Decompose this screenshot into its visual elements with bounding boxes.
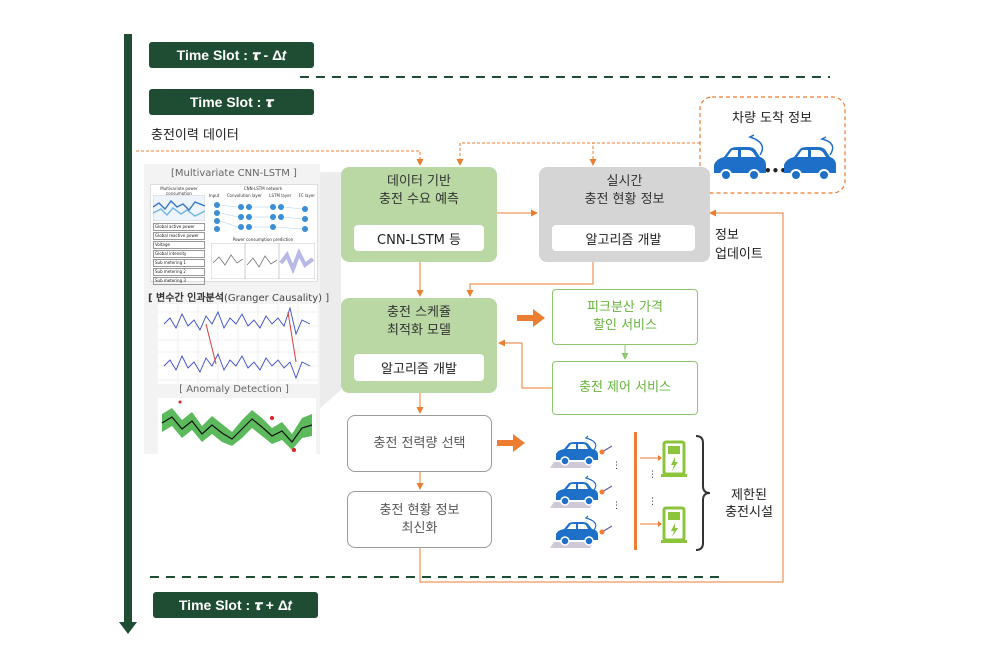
realtime-status-box: 실시간 충전 현황 정보 알고리즘 개발 <box>539 167 710 262</box>
history-data-line <box>136 150 424 166</box>
update-line-2: 최신화 <box>401 520 438 536</box>
charge-control-service-box: 충전 제어 서비스 <box>552 361 698 415</box>
power-select-box: 충전 전력량 선택 <box>347 415 492 472</box>
schedule-method-label: 알고리즘 개발 <box>354 354 484 381</box>
control-to-schedule-arrow <box>498 339 552 389</box>
facility-label-2: 충전시설 <box>725 505 773 520</box>
demand-method-label: CNN-LSTM 등 <box>354 225 484 251</box>
realtime-title-2: 충전 현황 정보 <box>584 192 665 207</box>
info-update-label-2: 업데이트 <box>715 247 763 262</box>
svg-text:⋮: ⋮ <box>612 461 621 471</box>
realtime-to-schedule-arrow <box>466 262 594 297</box>
car-icon <box>550 435 598 468</box>
cnn-input-7: Sub metering 3 <box>153 277 205 285</box>
cnn-input-list: Global active power Global reactive powe… <box>153 223 205 285</box>
schedule-optimization-box: 충전 스케쥴 최적화 모델 알고리즘 개발 <box>341 298 497 393</box>
svg-text:⋮: ⋮ <box>612 501 621 511</box>
cnn-lstm-figure: Multivariate power consumption Global ac… <box>150 184 318 285</box>
panel-connector <box>318 172 341 410</box>
schedule-to-peak-thick-arrow <box>517 309 545 327</box>
history-data-label: 충전이력 데이터 <box>151 128 239 143</box>
cnn-input-5: Sub metering 1 <box>153 259 205 267</box>
car-icon <box>550 475 598 508</box>
car-icon <box>550 515 598 548</box>
granger-title-rest: (Granger Causality) ] <box>223 293 330 304</box>
cnn-input-1: Global active power <box>153 223 205 231</box>
granger-title: [ 변수간 인과분석(Granger Causality) ] <box>148 289 329 304</box>
control-label: 충전 제어 서비스 <box>579 380 671 395</box>
demand-title-2: 충전 수요 예측 <box>378 192 460 207</box>
vehicle-icons: ••• <box>714 134 836 181</box>
facility-label-1: 제한된 <box>731 488 767 503</box>
schedule-title-1: 충전 스케쥴 <box>387 305 451 320</box>
cnn-input-4: Global intensity <box>153 250 205 258</box>
prediction-plot <box>211 243 315 279</box>
model-figure-panel: [Multivariate CNN-LSTM ] Multivariate po… <box>144 164 329 454</box>
svg-text:⋮: ⋮ <box>648 470 657 480</box>
timeslot-next: Time Slot : 𝝉 + Δ𝑡 <box>153 592 318 618</box>
cnn-input-3: Voltage <box>153 241 205 249</box>
timeslot-current: Time Slot : 𝝉 <box>149 89 314 115</box>
cnn-lstm-title: [Multivariate CNN-LSTM ] <box>171 168 297 179</box>
demand-prediction-box: 데이터 기반 충전 수요 예측 CNN-LSTM 등 <box>341 167 497 262</box>
facility-bracket <box>695 435 711 551</box>
layer-lstm: LSTM layer <box>269 193 292 198</box>
car-icon <box>784 136 836 181</box>
layer-conv: Convolution layer <box>226 193 262 198</box>
power-bus <box>634 432 637 550</box>
granger-title-bold: [ 변수간 인과분석 <box>148 293 224 304</box>
multivar-title: Multivariate power consumption <box>160 186 198 196</box>
realtime-method-label: 알고리즘 개발 <box>552 225 695 251</box>
cnn-network-diagram <box>214 202 308 232</box>
select-label: 충전 전력량 선택 <box>373 435 466 451</box>
anomaly-title: [ Anomaly Detection ] <box>179 384 289 395</box>
multivar-plot <box>153 195 205 221</box>
anomaly-plot <box>158 398 316 454</box>
vehicle-info-box-border <box>699 96 846 194</box>
charger-icon <box>661 506 687 543</box>
peak-discount-service-box: 피크분산 가격 할인 서비스 <box>552 289 698 345</box>
cnn-network-title: CNN-LSTM network <box>243 186 283 191</box>
granger-plot <box>158 304 318 384</box>
timeline-arrow <box>119 34 137 634</box>
cnn-layer-names: Input Convolution layer LSTM layer FC la… <box>209 193 315 198</box>
timeslot-prev: Time Slot : 𝝉 - Δ𝑡 <box>149 42 314 68</box>
select-to-chargers-thick-arrow <box>497 434 525 452</box>
vehicle-info-line <box>456 142 700 166</box>
vehicle-to-realtime-line <box>589 142 700 166</box>
info-update-label-1: 정보 <box>715 228 739 243</box>
status-update-box: 충전 현황 정보 최신화 <box>347 491 492 548</box>
vehicle-info-title: 차량 도착 정보 <box>731 111 813 126</box>
charging-facility-illustration: ⋮ ⋮ ⋮ ⋮ <box>550 432 687 550</box>
car-icon <box>714 134 766 181</box>
vehicle-ellipsis: ••• <box>764 164 787 178</box>
layer-input: Input <box>209 193 220 198</box>
layer-fc: FC layer <box>298 193 315 198</box>
demand-title-1: 데이터 기반 <box>387 174 451 189</box>
cnn-input-2: Global reactive power <box>153 232 205 240</box>
schedule-title-2: 최적화 모델 <box>387 323 451 338</box>
charger-icon <box>661 440 687 477</box>
update-line-1: 충전 현황 정보 <box>379 502 460 518</box>
cnn-prediction-title: Power consumption prediction <box>232 237 294 242</box>
realtime-title-1: 실시간 <box>606 174 643 189</box>
svg-text:⋮: ⋮ <box>648 497 657 507</box>
peak-line-2: 할인 서비스 <box>593 318 657 333</box>
peak-line-1: 피크분산 가격 <box>587 300 663 315</box>
update-feedback-line <box>419 209 784 583</box>
cnn-input-6: Sub metering 2 <box>153 268 205 276</box>
